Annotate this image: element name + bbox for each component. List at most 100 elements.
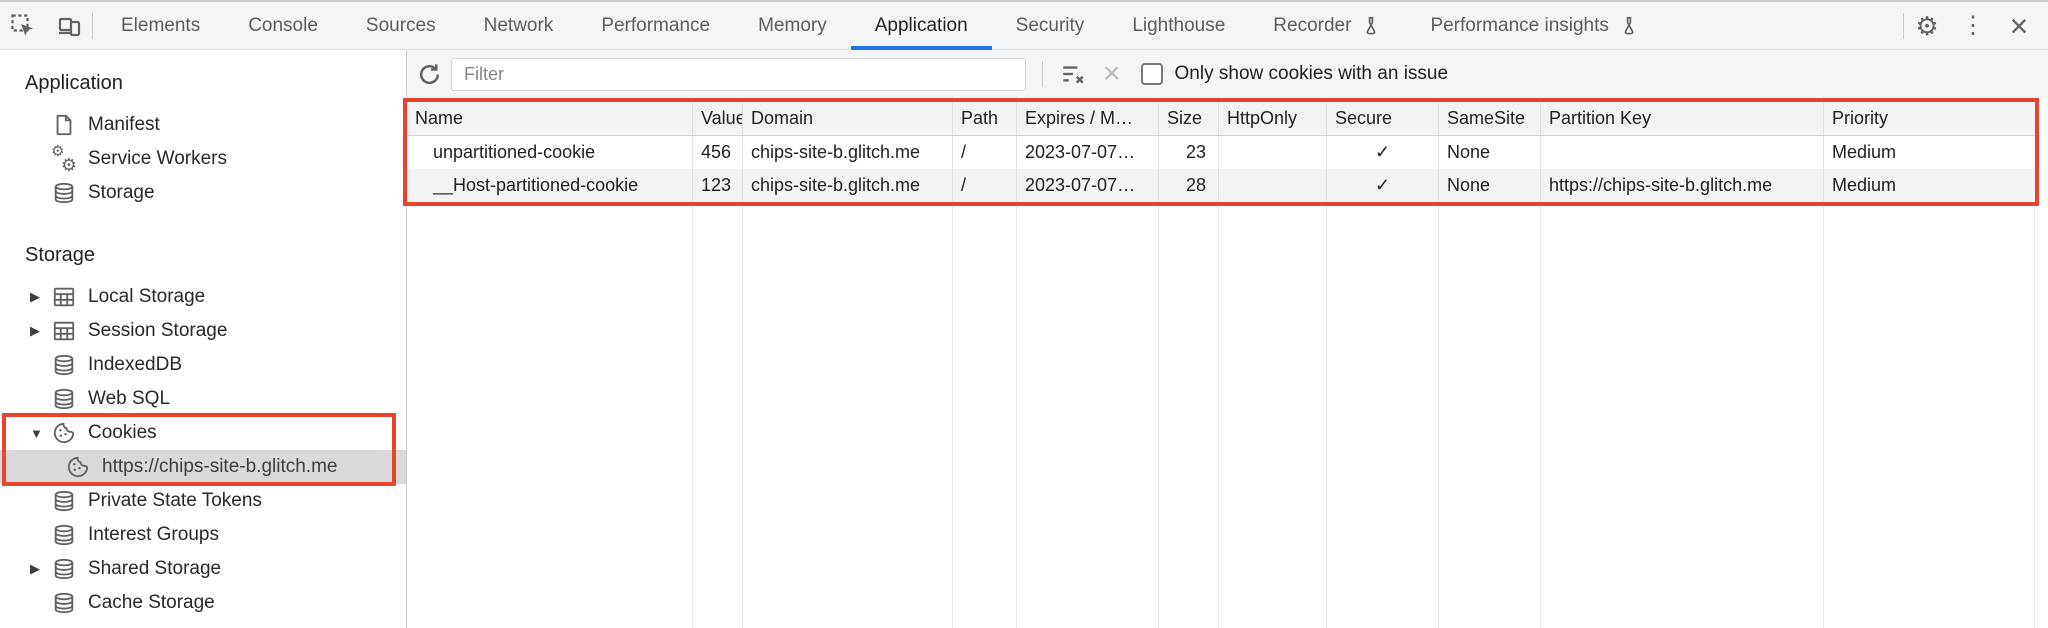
cell-domain[interactable]: chips-site-b.glitch.me <box>743 136 953 169</box>
cell-path[interactable]: / <box>953 169 1017 202</box>
sidebar-item-session-storage[interactable]: ▶ Session Storage <box>0 314 406 348</box>
tab-network[interactable]: Network <box>483 14 554 36</box>
cell-secure[interactable]: ✓ <box>1327 136 1439 169</box>
sidebar-item-cookies[interactable]: ▼ Cookies <box>0 416 406 450</box>
sidebar-item-interest-groups[interactable]: Interest Groups <box>0 518 406 552</box>
database-icon <box>52 387 79 411</box>
tab-memory[interactable]: Memory <box>758 14 827 36</box>
sidebar-item-label: Manifest <box>88 114 160 135</box>
column-header-httponly[interactable]: HttpOnly <box>1219 102 1327 135</box>
sidebar-item-storage[interactable]: Storage <box>0 176 406 210</box>
tab-elements[interactable]: Elements <box>121 14 201 36</box>
toggle-device-toolbar-button[interactable] <box>46 2 92 49</box>
tab-performance-insights-label: Performance insights <box>1430 14 1609 36</box>
cell-partition-key[interactable] <box>1541 136 1824 169</box>
cell-value[interactable]: 456 <box>693 136 743 169</box>
close-icon: × <box>2009 7 2029 44</box>
kebab-menu-icon: ⋮ <box>1961 11 1985 39</box>
sidebar-section-application: Application Manifest <box>0 66 406 210</box>
sidebar-section-storage: Storage ▶ Local Storage ▶ <box>0 238 406 620</box>
refresh-button[interactable] <box>407 61 451 88</box>
panel-tabs: Elements Console Sources Network Perform… <box>97 2 1664 50</box>
tab-application[interactable]: Application <box>850 2 992 50</box>
devtools-body: Application Manifest <box>0 50 2048 628</box>
cell-path[interactable]: / <box>953 136 1017 169</box>
cell-httponly[interactable] <box>1219 136 1327 169</box>
tree-expand-arrow[interactable]: ▶ <box>30 323 40 338</box>
cell-size[interactable]: 23 <box>1159 136 1219 169</box>
sidebar-item-label: Storage <box>88 182 155 203</box>
column-header-path[interactable]: Path <box>953 102 1017 135</box>
cell-value[interactable]: 123 <box>693 169 743 202</box>
section-title-storage: Storage <box>25 243 96 266</box>
column-header-value[interactable]: Value <box>693 102 743 135</box>
settings-button[interactable]: ⚙ <box>1904 2 1950 49</box>
experiment-flask-icon <box>1618 15 1640 37</box>
cell-name[interactable]: unpartitioned-cookie <box>407 136 693 169</box>
service-workers-gears-icon: ⚙⚙ <box>51 142 77 175</box>
sidebar-item-label: Local Storage <box>88 286 206 307</box>
delete-selected-button[interactable]: × <box>1103 57 1121 90</box>
tabbar-divider <box>92 12 93 39</box>
cell-partition-key[interactable]: https://chips-site-b.glitch.me <box>1541 169 1824 202</box>
experiment-flask-icon <box>1360 15 1382 37</box>
tab-performance-insights[interactable]: Performance insights <box>1406 2 1663 49</box>
cell-httponly[interactable] <box>1219 169 1327 202</box>
database-icon <box>52 353 79 377</box>
more-options-button[interactable]: ⋮ <box>1950 2 1996 49</box>
cookie-filter-input[interactable] <box>451 57 1026 91</box>
tree-expand-arrow[interactable]: ▶ <box>30 289 40 304</box>
cell-domain[interactable]: chips-site-b.glitch.me <box>743 169 953 202</box>
tab-performance[interactable]: Performance <box>601 14 711 36</box>
refresh-icon <box>416 61 443 88</box>
inspect-element-button[interactable] <box>0 2 46 49</box>
tab-lighthouse[interactable]: Lighthouse <box>1132 14 1226 36</box>
cell-samesite[interactable]: None <box>1439 169 1541 202</box>
cell-priority[interactable]: Medium <box>1832 142 1897 162</box>
column-header-name[interactable]: Name <box>407 102 693 135</box>
column-header-expires[interactable]: Expires / M… <box>1017 102 1159 135</box>
cell-expires[interactable]: 2023-07-07… <box>1017 136 1159 169</box>
column-header-domain[interactable]: Domain <box>743 102 953 135</box>
tree-collapse-arrow[interactable]: ▼ <box>30 425 43 441</box>
tree-expand-arrow[interactable]: ▶ <box>30 561 40 576</box>
cell-name[interactable]: __Host-partitioned-cookie <box>407 169 693 202</box>
column-header-partition-key[interactable]: Partition Key <box>1541 102 1824 135</box>
cookie-row-unpartitioned[interactable]: unpartitioned-cookie 456 chips-site-b.gl… <box>407 136 2035 169</box>
column-header-secure[interactable]: Secure <box>1327 102 1439 135</box>
sidebar-item-manifest[interactable]: Manifest <box>0 108 406 142</box>
tabbar-right-controls: ⚙ ⋮ × <box>1903 2 2048 49</box>
sidebar-item-service-workers[interactable]: ⚙⚙ Service Workers <box>0 142 406 176</box>
tab-sources[interactable]: Sources <box>365 14 436 36</box>
sidebar-item-label: Web SQL <box>88 388 171 409</box>
clear-all-cookies-button[interactable] <box>1059 60 1087 88</box>
cell-expires[interactable]: 2023-07-07… <box>1017 169 1159 202</box>
sidebar-item-shared-storage[interactable]: ▶ Shared Storage <box>0 552 406 586</box>
cell-size[interactable]: 28 <box>1159 169 1219 202</box>
cell-priority[interactable]: Medium <box>1832 175 1897 195</box>
tab-security[interactable]: Security <box>1015 14 1085 36</box>
sidebar-item-local-storage[interactable]: ▶ Local Storage <box>0 280 406 314</box>
cell-secure[interactable]: ✓ <box>1327 169 1439 202</box>
column-header-size[interactable]: Size <box>1159 102 1219 135</box>
only-issue-checkbox[interactable] <box>1140 63 1163 85</box>
sidebar-item-private-state-tokens[interactable]: Private State Tokens <box>0 484 406 518</box>
tab-console[interactable]: Console <box>248 14 318 36</box>
close-devtools-button[interactable]: × <box>1996 2 2042 49</box>
column-header-priority[interactable]: Priority <box>1832 108 1889 128</box>
cookie-icon <box>52 421 79 445</box>
tabbar-divider <box>1903 12 1904 39</box>
clear-all-icon <box>1059 60 1087 88</box>
sidebar-item-indexeddb[interactable]: IndexedDB <box>0 348 406 382</box>
tab-recorder[interactable]: Recorder <box>1249 2 1406 49</box>
cell-samesite[interactable]: None <box>1439 136 1541 169</box>
sidebar-item-label: IndexedDB <box>88 354 183 375</box>
sidebar-item-cache-storage[interactable]: Cache Storage <box>0 586 406 620</box>
sidebar-item-web-sql[interactable]: Web SQL <box>0 382 406 416</box>
sidebar-item-cookie-origin[interactable]: https://chips-site-b.glitch.me <box>0 450 406 484</box>
column-header-samesite[interactable]: SameSite <box>1439 102 1541 135</box>
cookie-row-host-partitioned[interactable]: __Host-partitioned-cookie 123 chips-site… <box>407 169 2035 202</box>
table-grid-icon <box>52 285 79 309</box>
database-icon <box>52 557 79 581</box>
